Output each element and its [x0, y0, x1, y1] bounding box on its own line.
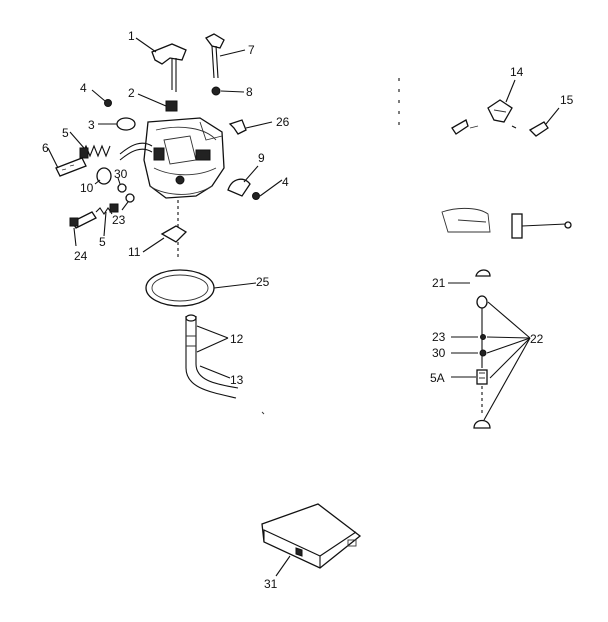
leader-lines [47, 37, 560, 577]
label-8: 8 [246, 85, 253, 99]
part-23-ring [125, 193, 135, 203]
label-3: 3 [88, 118, 95, 132]
label-2: 2 [128, 86, 135, 100]
part-3-washer [116, 117, 136, 131]
part-24-idle-screw [69, 203, 119, 229]
part-5a-spring [476, 369, 488, 385]
part-21-seat [475, 269, 491, 277]
part-30-ring [117, 183, 127, 193]
label-14: 14 [510, 65, 524, 79]
label-23-right: 23 [432, 330, 446, 344]
part-8-nut [211, 86, 221, 96]
label-1: 1 [128, 29, 135, 43]
label-12: 12 [230, 332, 244, 346]
label-13: 13 [230, 373, 244, 387]
part-14-link [511, 125, 517, 129]
part-labels: 1 7 8 2 4 3 5 6 10 30 23 5 24 11 26 9 4 … [42, 29, 574, 591]
label-23-left: 23 [112, 213, 126, 227]
label-5-top: 5 [62, 126, 69, 140]
label-30-right: 30 [432, 346, 446, 360]
part-14-choke-plate [487, 99, 513, 123]
part-13-pickup-tube [185, 314, 239, 399]
part-14-shaft [451, 119, 469, 135]
part-11-float-pin [160, 225, 188, 243]
part-5-spring [79, 144, 111, 159]
label-5a: 5A [430, 371, 445, 385]
label-10: 10 [80, 181, 94, 195]
label-25: 25 [256, 275, 270, 289]
label-7: 7 [248, 43, 255, 57]
label-11: 11 [128, 245, 141, 259]
label-21: 21 [432, 276, 446, 290]
part-9-drain [227, 178, 251, 197]
part-7-choke-lever [205, 33, 225, 79]
label-6: 6 [42, 141, 49, 155]
label-22: 22 [530, 332, 544, 346]
part-15-screw [528, 121, 549, 137]
part-6-needle-screw [55, 157, 87, 177]
label-31: 31 [264, 577, 278, 591]
label-4-right: 4 [282, 175, 289, 189]
part-10-gasket [96, 167, 112, 185]
label-15: 15 [560, 93, 574, 107]
part-26-clip [228, 119, 247, 135]
part-1-throttle-lever [151, 43, 187, 92]
part-23-right [480, 334, 486, 340]
part-30-right [479, 349, 487, 357]
label-5-bottom: 5 [99, 235, 106, 249]
part-22-bottom [473, 419, 491, 429]
label-4-left: 4 [80, 81, 87, 95]
label-24: 24 [74, 249, 88, 263]
label-9: 9 [258, 151, 265, 165]
part-4-screw [104, 99, 112, 107]
fuel-tube [119, 142, 153, 155]
part-2-nut [165, 100, 178, 112]
tick-mark [261, 411, 265, 415]
part-22-needle-head [476, 295, 488, 309]
carburetor-body [143, 117, 225, 199]
throttle-shaft-assembly [441, 207, 572, 239]
label-30-left: 30 [114, 167, 128, 181]
part-31-repair-kit [261, 503, 362, 569]
label-26: 26 [276, 115, 290, 129]
part-4b-screw [252, 192, 260, 200]
